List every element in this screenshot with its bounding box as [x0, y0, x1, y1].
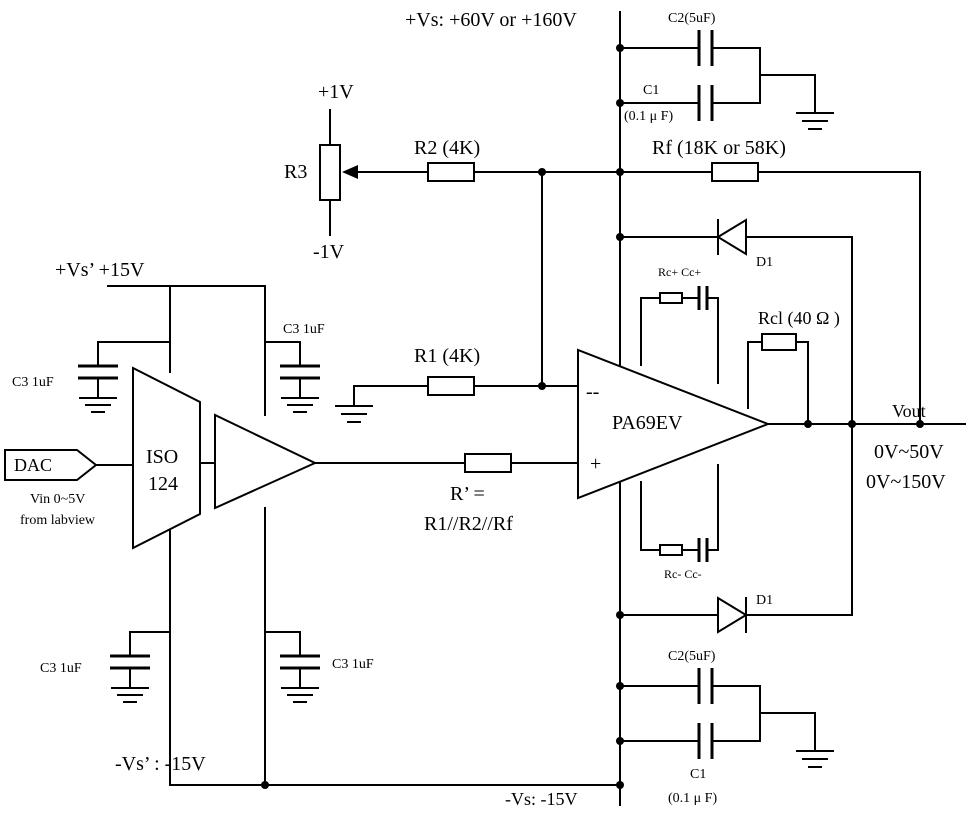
label-iso-1: ISO: [146, 446, 178, 468]
label-c1-top-val: (0.1 μ F): [624, 109, 673, 124]
iso-supply-rails: [107, 285, 621, 786]
top-decoupling-caps: [619, 30, 834, 130]
label-c3-bottom-left: C3 1uF: [40, 661, 82, 676]
label-rc-bot: Rc- Cc-: [664, 567, 702, 581]
resistor-rcl: [747, 333, 809, 425]
label-vin-2: from labview: [20, 513, 96, 528]
iso124-block: [132, 366, 201, 550]
label-plus: +: [590, 453, 601, 475]
label-minus: --: [586, 381, 599, 403]
label-pot-neg: -1V: [313, 241, 345, 263]
bottom-decoupling-caps: [619, 668, 834, 768]
label-d1-top: D1: [756, 255, 773, 270]
label-vout: Vout: [892, 401, 926, 421]
label-vin-1: Vin 0~5V: [30, 492, 85, 507]
label-c3-top-right: C3 1uF: [283, 322, 325, 337]
resistor-r2: [427, 162, 713, 182]
label-vsp-pos: +Vs’ +15V: [55, 259, 145, 281]
label-vs-pos: +Vs: +60V or +160V: [405, 9, 577, 31]
label-c3-top-left: C3 1uF: [12, 375, 54, 390]
label-r1: R1 (4K): [414, 345, 480, 367]
label-rprime-val: R1//R2//Rf: [424, 513, 513, 535]
diode-d1-bottom: [619, 596, 853, 634]
label-dac: DAC: [14, 455, 52, 475]
compensation-bottom: [640, 464, 719, 562]
cap-c3-top-right: [264, 341, 320, 413]
cap-c3-top-left: [78, 341, 171, 413]
resistor-rf: [711, 162, 921, 425]
label-opamp: PA69EV: [612, 412, 683, 434]
label-r2: R2 (4K): [414, 137, 480, 159]
label-d1-bot: D1: [756, 593, 773, 608]
opamp-pa69ev: [577, 348, 771, 500]
label-vs-neg: -Vs: -15V: [505, 789, 578, 809]
cap-c3-bottom-left: [110, 631, 171, 703]
label-c1-bot-val: (0.1 μ F): [668, 791, 717, 806]
buffer-amp: [214, 413, 318, 510]
label-out-range-2: 0V~150V: [866, 471, 946, 493]
label-r3: R3: [284, 161, 307, 183]
dac-input: [4, 449, 134, 481]
label-rf: Rf (18K or 58K): [652, 137, 786, 159]
resistor-r1: [335, 376, 579, 423]
label-c2-top: C2(5uF): [668, 11, 716, 26]
resistor-rprime: [314, 453, 579, 473]
cap-c3-bottom-right: [264, 631, 320, 703]
potentiometer-r3: [319, 109, 429, 236]
label-vsp-neg: -Vs’ : -15V: [115, 753, 206, 775]
label-c1-bot: C1: [690, 767, 706, 782]
compensation-top: [640, 286, 719, 384]
label-iso-2: 124: [148, 473, 178, 495]
label-c2-bot: C2(5uF): [668, 649, 716, 664]
label-out-range-1: 0V~50V: [874, 441, 944, 463]
label-c1-top: C1: [643, 83, 659, 98]
label-rcl: Rcl (40 Ω ): [758, 308, 840, 329]
label-rc-top: Rc+ Cc+: [658, 265, 701, 279]
label-pot-pos: +1V: [318, 81, 354, 103]
label-c3-bottom-right: C3 1uF: [332, 657, 374, 672]
label-rprime: R’ =: [450, 483, 485, 505]
